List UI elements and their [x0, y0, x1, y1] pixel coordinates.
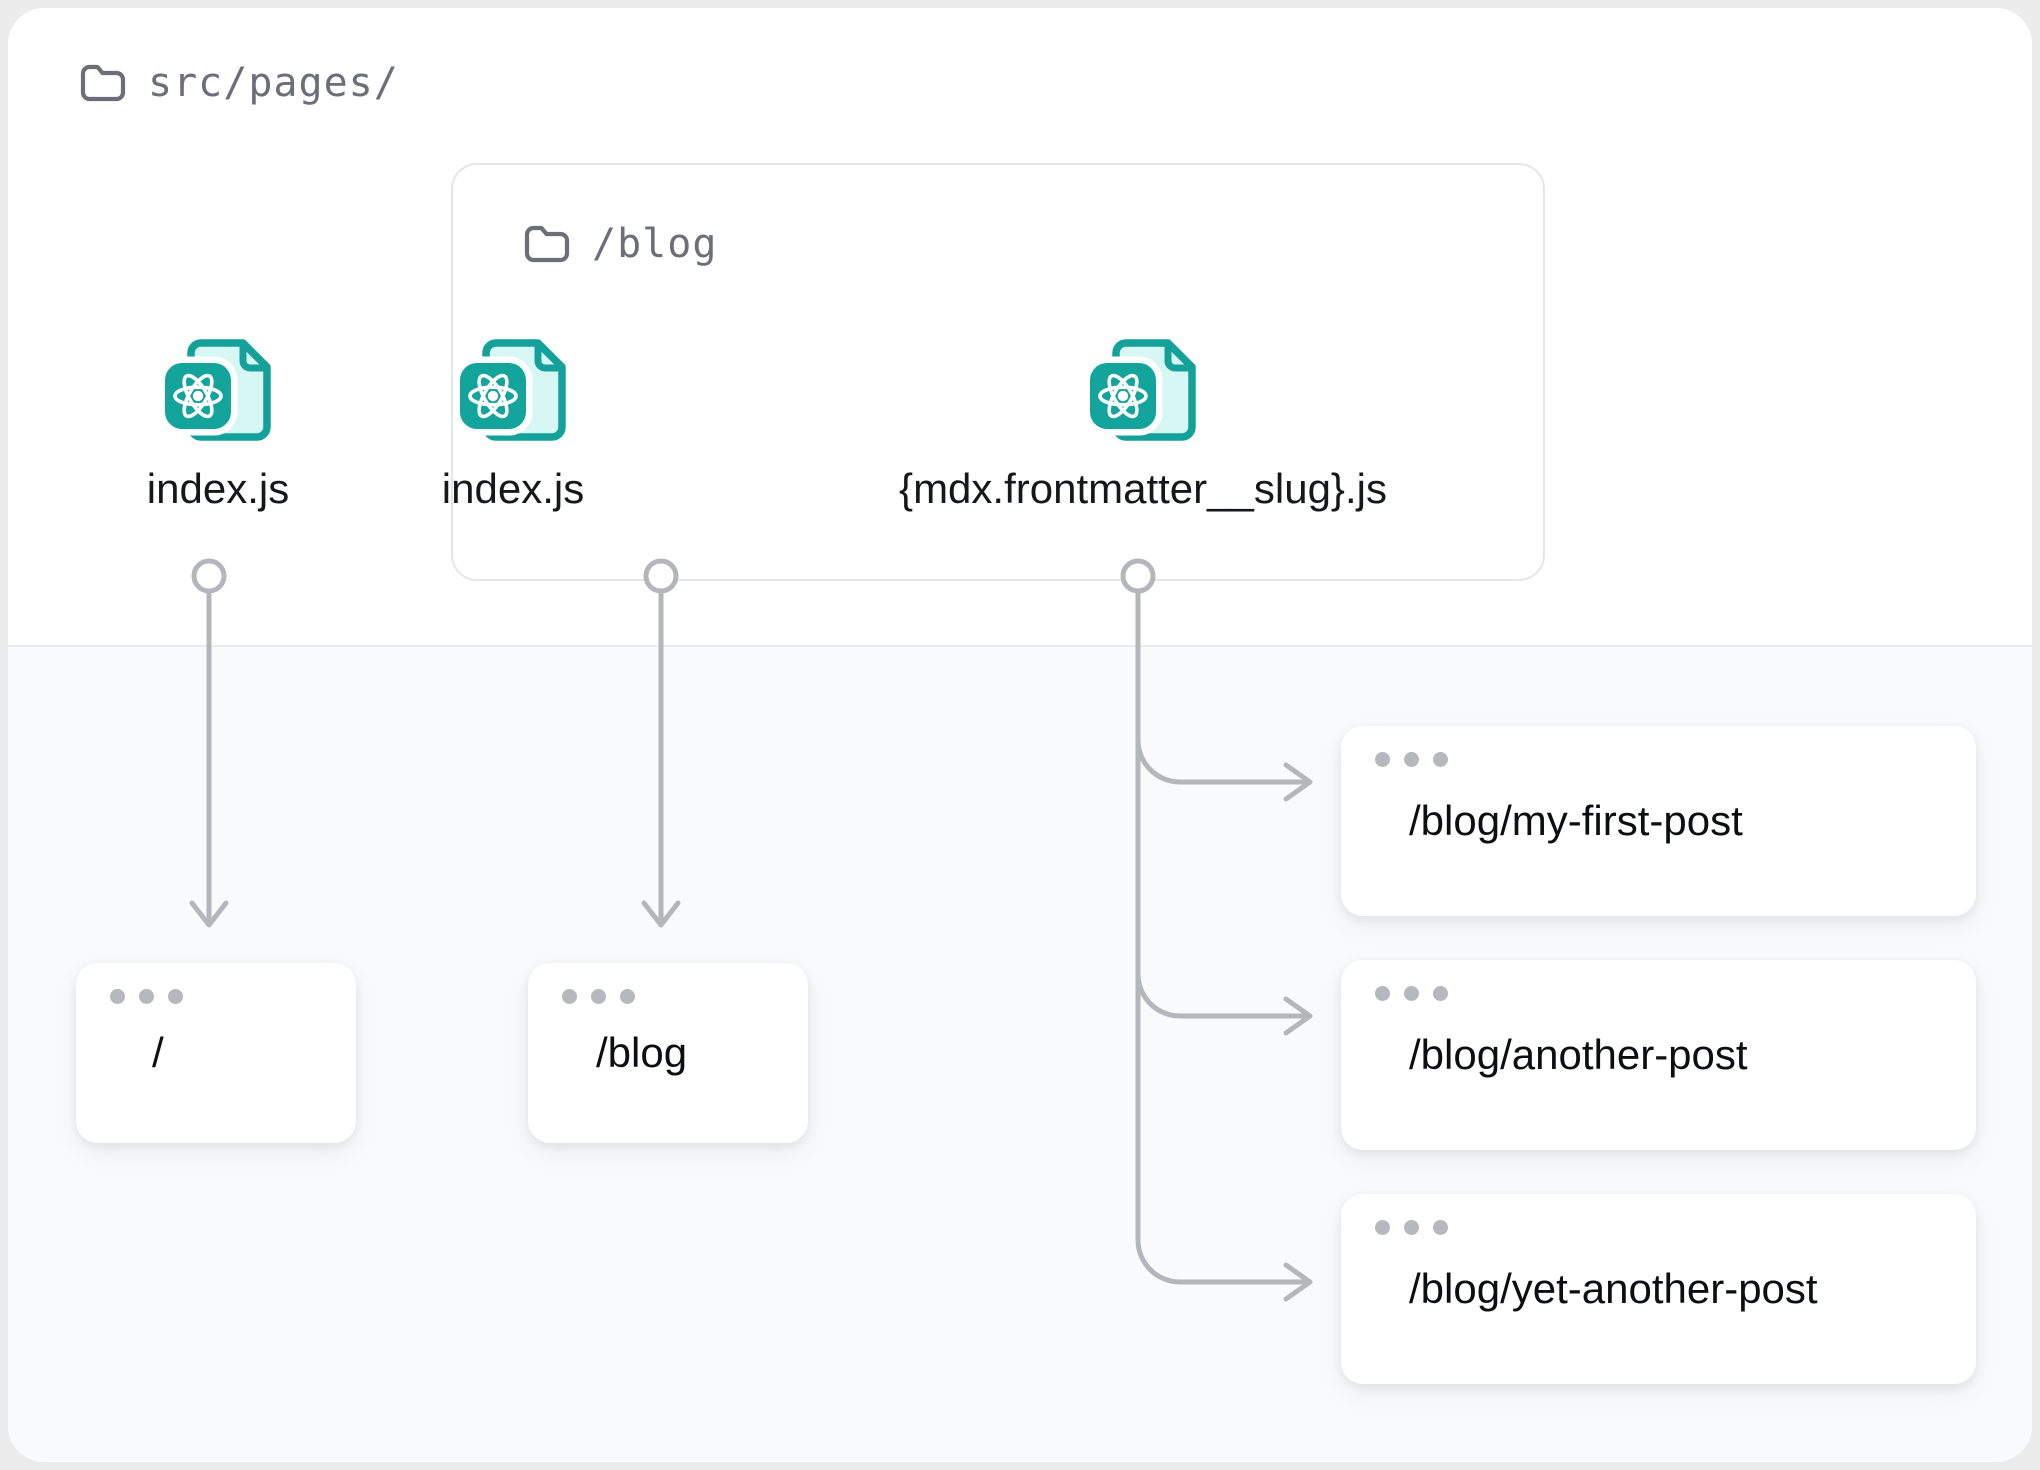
window-dot-minimize-icon	[139, 989, 154, 1004]
route-url-label: /blog/another-post	[1409, 1031, 1748, 1078]
window-dot-minimize-icon	[1404, 986, 1419, 1001]
file-node-blog-slug[interactable]: {mdx.frontmatter__slug}.js	[738, 333, 1548, 513]
route-url-label: /blog/yet-another-post	[1409, 1265, 1818, 1312]
file-node-blog-index[interactable]: index.js	[368, 333, 658, 513]
window-dot-minimize-icon	[1404, 752, 1419, 767]
window-dot-close-icon	[562, 989, 577, 1004]
react-file-icon	[452, 333, 574, 443]
window-controls	[1375, 752, 1448, 767]
window-controls	[1375, 1220, 1448, 1235]
blog-folder-label: /blog	[524, 221, 717, 267]
route-url-label: /blog	[596, 1029, 688, 1076]
route-card-another-post[interactable]: /blog/another-post	[1341, 960, 1976, 1150]
window-dot-close-icon	[1375, 1220, 1390, 1235]
window-dot-maximize-icon	[1433, 986, 1448, 1001]
file-name-label: index.js	[146, 465, 290, 512]
window-dot-close-icon	[1375, 752, 1390, 767]
folder-icon	[80, 64, 126, 102]
window-dot-close-icon	[1375, 986, 1390, 1001]
window-dot-minimize-icon	[591, 989, 606, 1004]
root-path-text: src/pages/	[148, 60, 399, 106]
window-dot-maximize-icon	[620, 989, 635, 1004]
window-controls	[562, 989, 635, 1004]
blog-folder-group	[451, 163, 1545, 581]
route-url-label: /blog/my-first-post	[1409, 797, 1743, 844]
file-node-root-index[interactable]: index.js	[8, 333, 428, 513]
route-url-label: /	[152, 1029, 164, 1076]
file-name-label: {mdx.frontmatter__slug}.js	[899, 465, 1387, 512]
react-file-icon	[157, 333, 279, 443]
window-dot-maximize-icon	[1433, 752, 1448, 767]
pages-source-zone	[8, 8, 2032, 645]
window-controls	[110, 989, 183, 1004]
root-folder-label: src/pages/	[80, 60, 399, 106]
route-card-blog[interactable]: /blog	[528, 963, 808, 1143]
window-dot-maximize-icon	[168, 989, 183, 1004]
window-dot-close-icon	[110, 989, 125, 1004]
window-dot-maximize-icon	[1433, 1220, 1448, 1235]
diagram-canvas: src/pages/ /blog	[8, 8, 2032, 1462]
window-controls	[1375, 986, 1448, 1001]
window-dot-minimize-icon	[1404, 1220, 1419, 1235]
zone-divider	[8, 645, 2032, 647]
react-file-icon	[1082, 333, 1204, 443]
file-name-label: index.js	[441, 465, 585, 512]
route-card-my-first-post[interactable]: /blog/my-first-post	[1341, 726, 1976, 916]
route-card-root[interactable]: /	[76, 963, 356, 1143]
folder-icon	[524, 225, 570, 263]
route-card-yet-another-post[interactable]: /blog/yet-another-post	[1341, 1194, 1976, 1384]
blog-path-text: /blog	[592, 221, 718, 267]
